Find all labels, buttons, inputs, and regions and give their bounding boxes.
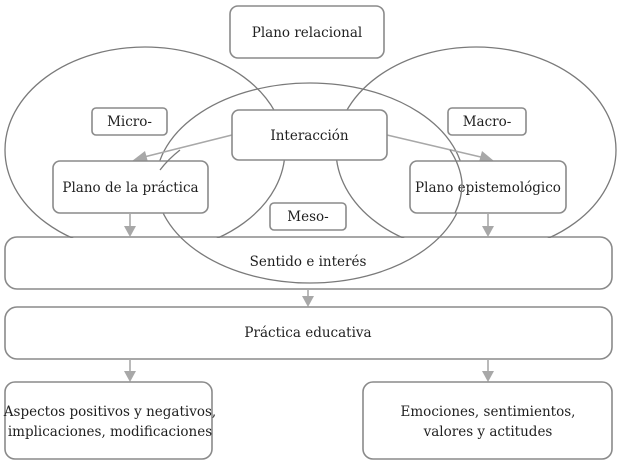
macro-level-box: Macro- — [447, 107, 527, 136]
outcome-right-line-2: valores y actitudes — [423, 424, 553, 440]
arrow-epistemological-to-meaning — [482, 213, 494, 237]
educational-practice-label: Práctica educativa — [244, 325, 371, 341]
interaction-box: Interacción — [231, 109, 388, 161]
outcome-left-line-1: Aspectos positivos y negativos, — [3, 404, 216, 420]
relational-plane-box: Plano relacional — [229, 5, 385, 59]
epistemological-plane-box: Plano epistemológico — [409, 160, 567, 214]
outcome-left-box: Aspectos positivos y negativos, implicac… — [3, 381, 216, 460]
meso-ellipse-overlay — [159, 149, 181, 171]
outcome-right-line-1: Emociones, sentimientos, — [401, 404, 576, 420]
arrow-interaction-to-epistemological — [386, 134, 494, 162]
micro-level-label: Micro- — [107, 114, 152, 130]
outcome-right-box: Emociones, sentimientos, valores y actit… — [362, 381, 613, 460]
practice-plane-label: Plano de la práctica — [62, 180, 198, 196]
epistemological-plane-label: Plano epistemológico — [415, 180, 561, 196]
arrow-meaning-to-practice — [302, 289, 314, 307]
meaning-label: Sentido e interés — [250, 254, 367, 270]
arrow-practice-to-left-outcome — [124, 359, 136, 382]
macro-level-label: Macro- — [463, 114, 512, 130]
micro-level-box: Micro- — [91, 107, 168, 136]
interaction-label: Interacción — [270, 128, 349, 144]
outcome-left-line-2: implicaciones, modificaciones — [8, 424, 212, 440]
educational-practice-box: Práctica educativa — [4, 306, 613, 360]
meso-level-label: Meso- — [287, 209, 328, 225]
relational-plane-label: Plano relacional — [252, 25, 362, 41]
arrow-interaction-to-practice — [132, 134, 233, 162]
arrow-practice-to-right-outcome — [482, 359, 494, 382]
meso-ellipse-overlay-right — [449, 149, 463, 214]
practice-plane-box: Plano de la práctica — [52, 160, 209, 214]
arrow-practice-to-meaning — [124, 213, 136, 237]
meso-level-box: Meso- — [269, 202, 347, 231]
